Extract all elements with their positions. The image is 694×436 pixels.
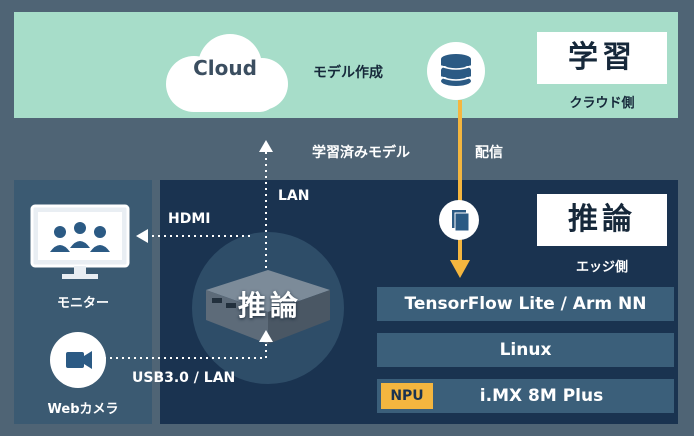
- trained-model-label: 学習済みモデル: [312, 145, 410, 161]
- stack-label-imx: i.MX 8M Plus: [479, 386, 604, 406]
- inference-title: 推論: [537, 194, 667, 246]
- camera-badge: [50, 332, 106, 388]
- edge-side-label: エッジ側: [575, 260, 628, 275]
- inference-device-label: 推論: [237, 289, 302, 322]
- database-icon: [440, 54, 472, 86]
- usb-lan-label: USB3.0 / LAN: [132, 370, 236, 386]
- stack-bar-tensorflow: TensorFlow Lite / Arm NN: [377, 287, 674, 321]
- video-camera-icon: [66, 351, 92, 369]
- lan-label: LAN: [278, 188, 310, 204]
- delivery-label: 配信: [475, 145, 503, 161]
- stack-bar-linux: Linux: [377, 333, 674, 367]
- cloud-side-label: クラウド側: [569, 96, 635, 111]
- edge-device-icon: [206, 270, 330, 344]
- stack-label-tensorflow: TensorFlow Lite / Arm NN: [404, 294, 647, 314]
- document-badge: [439, 200, 479, 240]
- model-creation-label: モデル作成: [313, 65, 383, 81]
- stack-bar-imx: NPU i.MX 8M Plus: [377, 379, 674, 413]
- document-icon: [452, 210, 470, 232]
- stack-label-linux: Linux: [499, 340, 552, 360]
- learning-title: 学習: [537, 32, 667, 84]
- camera-label: Webカメラ: [47, 402, 119, 417]
- hdmi-label: HDMI: [168, 211, 211, 227]
- cloud-label: Cloud: [193, 56, 257, 80]
- database-badge: [427, 42, 485, 100]
- monitor-icon: [30, 204, 130, 279]
- npu-tag: NPU: [381, 383, 433, 409]
- monitor-label: モニター: [56, 296, 109, 311]
- cloud-icon: [166, 34, 288, 112]
